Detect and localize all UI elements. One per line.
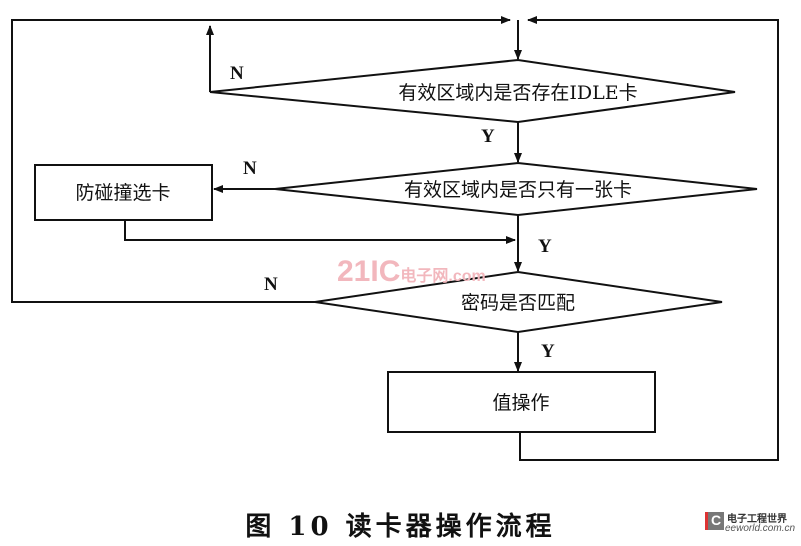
decision2-text: 有效区域内是否只有一张卡: [404, 179, 632, 201]
box-value-op: [387, 371, 656, 433]
label-yes-2: Y: [538, 236, 552, 257]
decision-single-card: [274, 161, 758, 217]
watermark-main: 21IC: [337, 255, 401, 288]
loop-no-match: [11, 16, 511, 303]
label-no-2: N: [243, 158, 257, 179]
value-op-text: 值操作: [492, 392, 549, 414]
figure-caption: 图 10 读卡器操作流程: [245, 512, 556, 542]
watermark-sub: 电子网: [400, 268, 449, 285]
label-yes-1: Y: [481, 126, 495, 147]
logo-icon: C: [705, 512, 724, 530]
label-yes-3: Y: [541, 341, 555, 362]
logo-domain: eeworld.com.cn: [725, 523, 796, 534]
label-no-3: N: [264, 274, 278, 295]
label-no-1: N: [230, 63, 244, 84]
arrow-anticollision-return: [124, 220, 516, 244]
eeworld-logo: C 电子工程世界 eeworld.com.cn: [705, 510, 797, 542]
decision1-text: 有效区域内是否存在IDLE卡: [398, 82, 637, 104]
logo-title: 电子工程世界: [727, 514, 787, 525]
decision-password: [314, 270, 723, 334]
anticollision-text: 防碰撞选卡: [75, 182, 170, 204]
watermark: 21IC电子网.com: [337, 255, 486, 289]
decision3-text: 密码是否匹配: [461, 292, 575, 314]
loop-after-value-op: [519, 16, 779, 461]
watermark-domain: .com: [448, 268, 486, 285]
box-anticollision: [34, 164, 213, 221]
decision-idle-card: [209, 58, 736, 124]
